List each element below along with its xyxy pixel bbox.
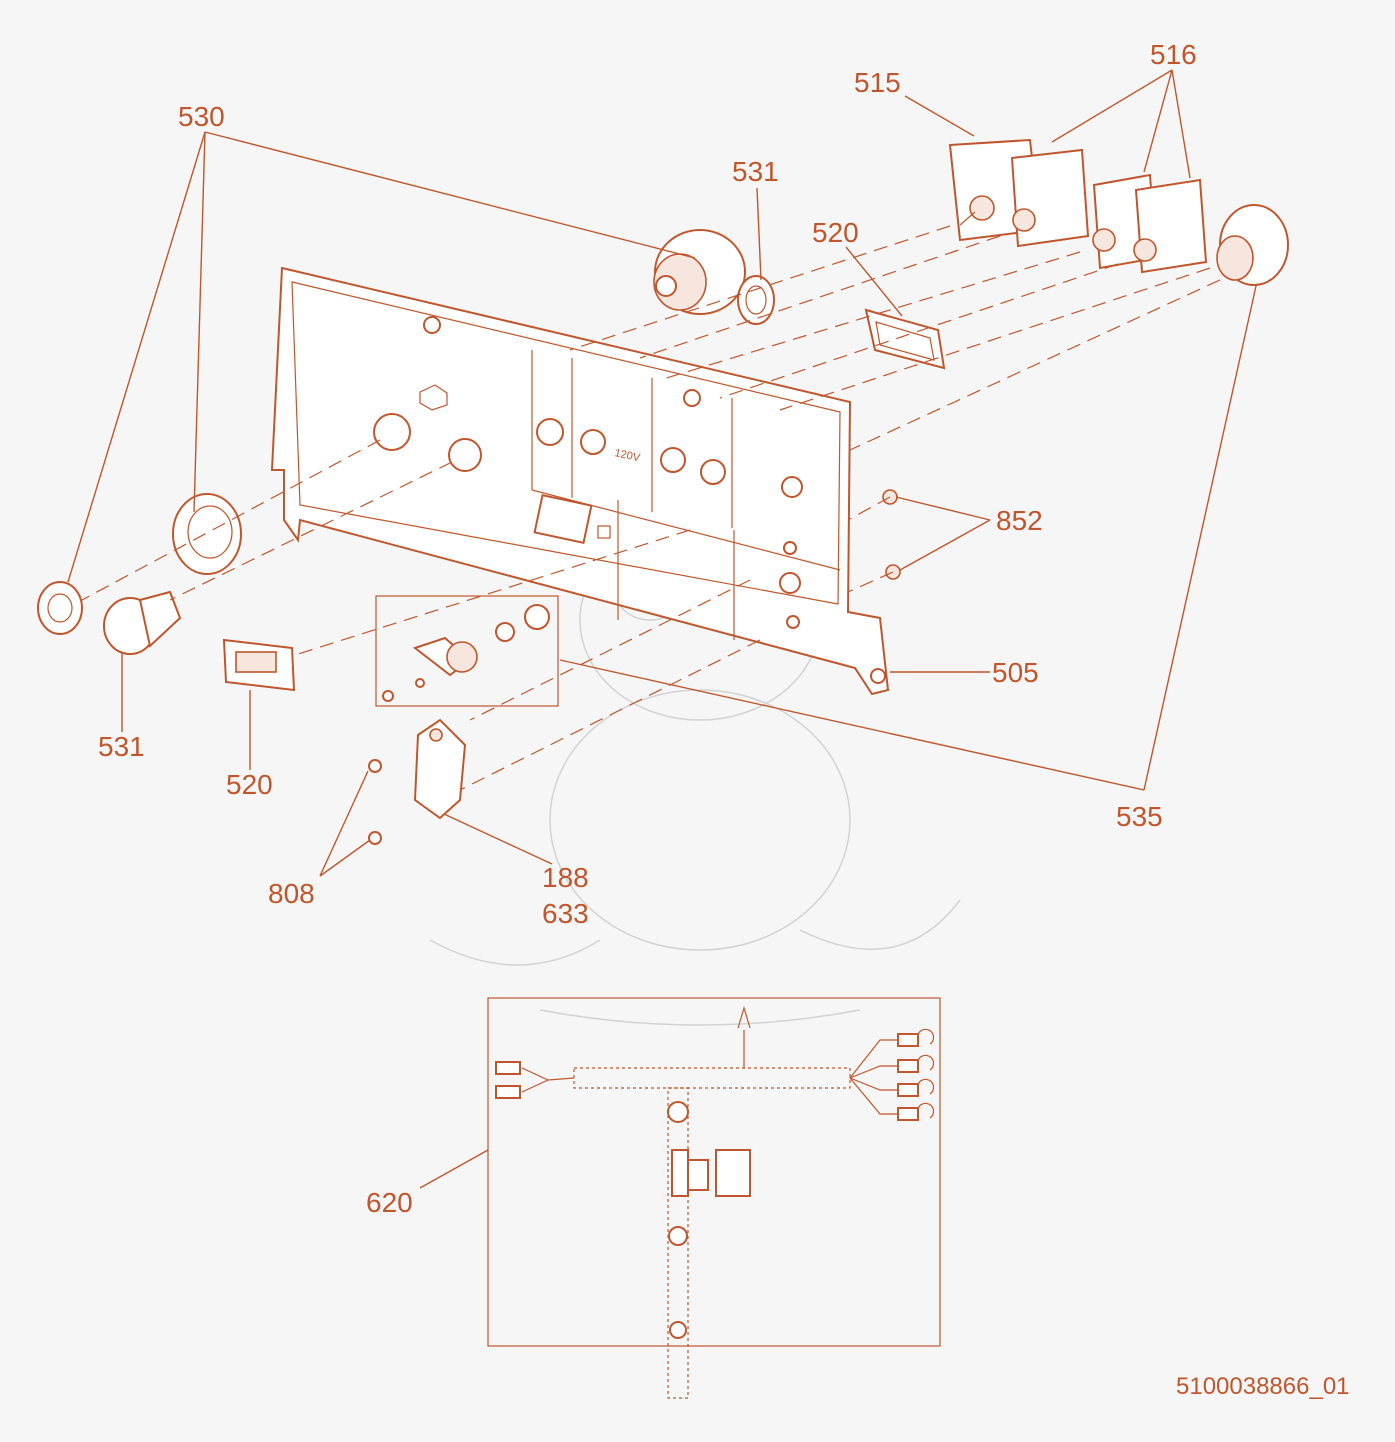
panel-120v-label: 120V xyxy=(613,447,641,464)
module-188-633 xyxy=(413,718,467,820)
callout-531-bottom: 531 xyxy=(98,731,145,762)
bezel-ring-530 xyxy=(172,493,242,575)
hour-meter-520 xyxy=(222,638,296,692)
callout-520-bottom: 520 xyxy=(226,769,273,800)
breaker-516-a xyxy=(1010,148,1090,248)
key-switch-530 xyxy=(653,229,746,315)
callout-620: 620 xyxy=(366,1187,413,1218)
knob-535 xyxy=(1216,204,1289,286)
callout-505: 505 xyxy=(992,657,1039,688)
callout-516: 516 xyxy=(1150,39,1197,70)
callout-531-top: 531 xyxy=(732,156,779,187)
leader-lines xyxy=(67,69,1257,1189)
callout-535: 535 xyxy=(1116,801,1163,832)
callout-515: 515 xyxy=(854,67,901,98)
callout-633: 633 xyxy=(542,898,589,929)
bracket-520-top xyxy=(864,308,946,370)
switch-assembly-box xyxy=(375,595,559,707)
screws-808 xyxy=(368,759,382,845)
callout-852: 852 xyxy=(996,505,1043,536)
grommet-530 xyxy=(37,581,83,635)
callout-520-top: 520 xyxy=(812,217,859,248)
callout-530: 530 xyxy=(178,101,225,132)
control-panel-505: 120V xyxy=(270,266,890,696)
assembly-dashed-lines xyxy=(81,225,1221,791)
callout-188: 188 xyxy=(542,862,589,893)
callout-808: 808 xyxy=(268,878,315,909)
document-id: 5100038866_01 xyxy=(1176,1373,1350,1400)
nuts-852 xyxy=(882,489,901,580)
nut-531-top xyxy=(737,275,775,325)
wire-harness-box-620 xyxy=(487,997,941,1399)
breaker-516-c xyxy=(1133,178,1208,274)
lamp-531 xyxy=(103,590,182,655)
